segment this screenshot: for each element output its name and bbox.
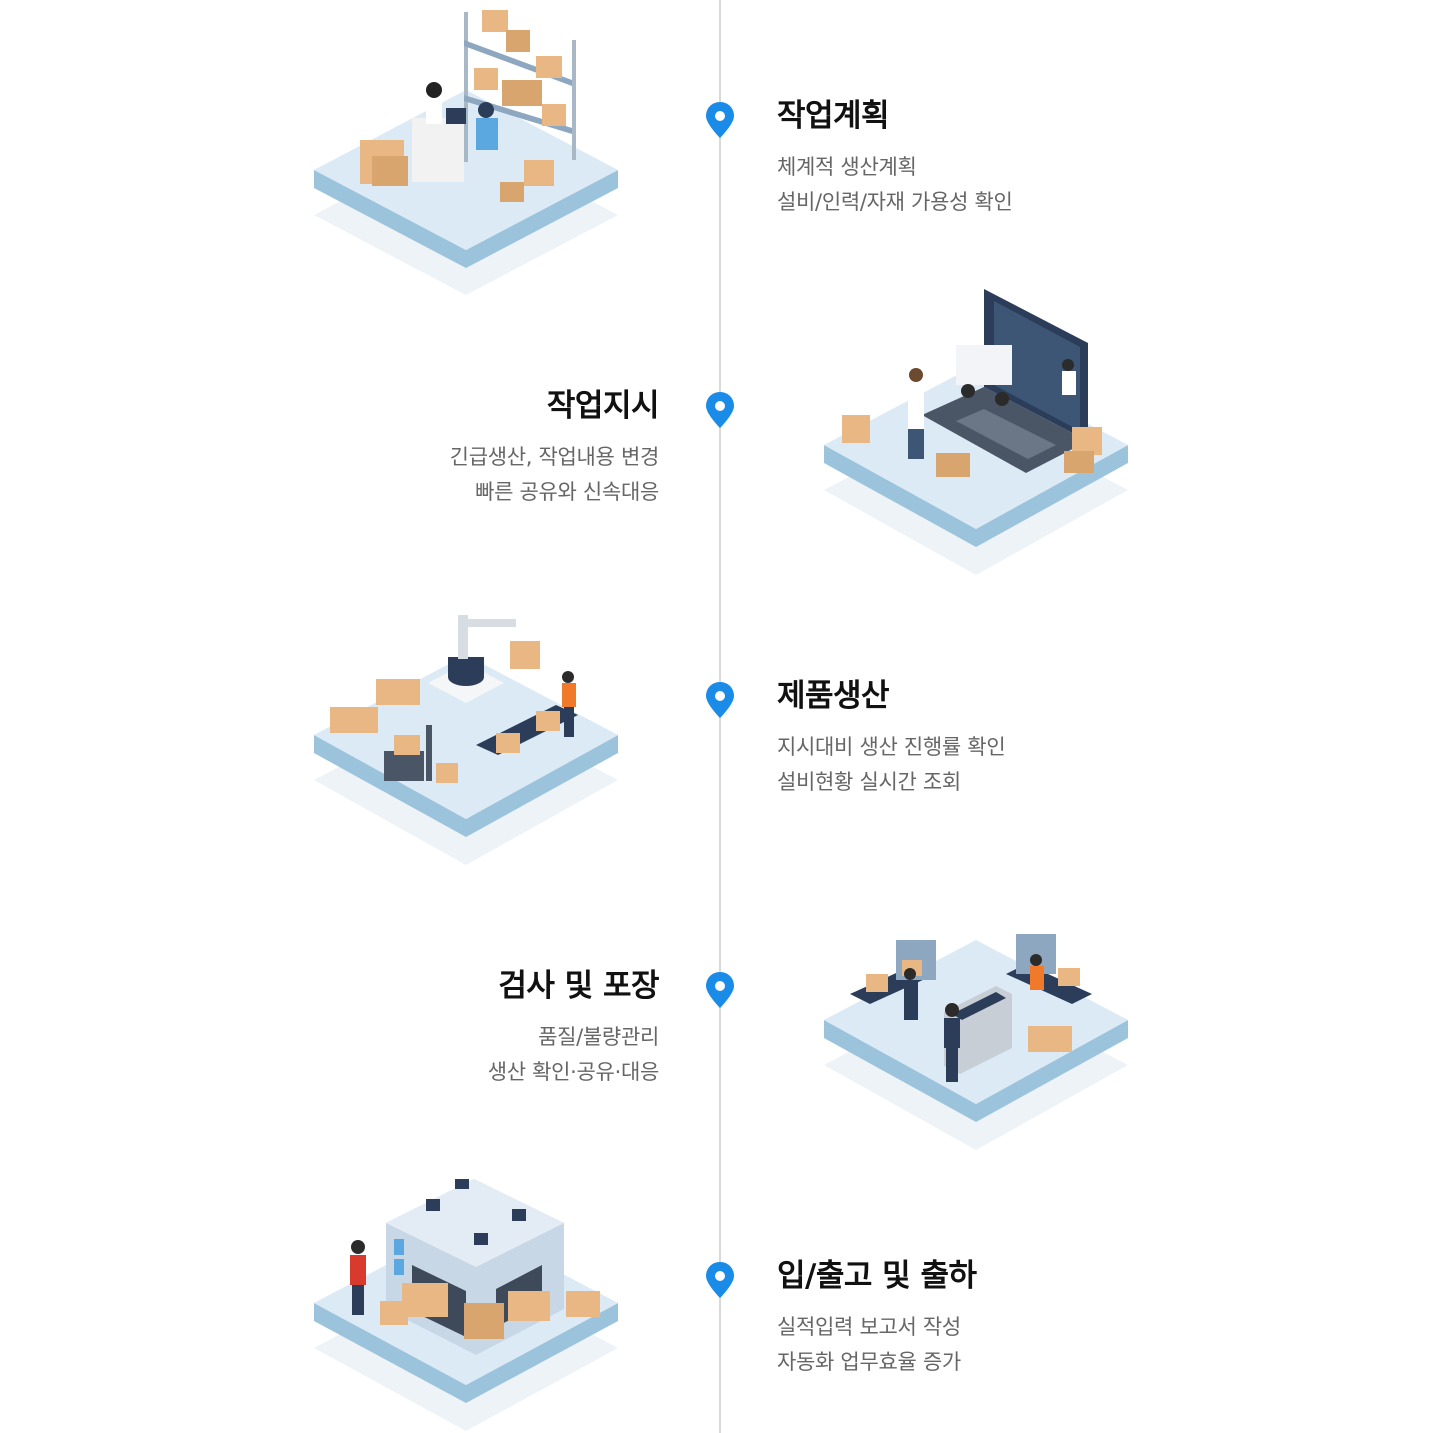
inspection-conveyor-illustration xyxy=(824,934,1128,1150)
step-5-text: 입/출고 및 출하 실적입력 보고서 작성 자동화 업무효율 증가 xyxy=(777,1256,1197,1380)
step-1-line-2: 설비/인력/자재 가용성 확인 xyxy=(777,190,1013,214)
location-pin-icon xyxy=(706,1262,734,1298)
step-2-text: 작업지시 긴급생산, 작업내용 변경 빠른 공유와 신속대응 xyxy=(239,386,660,510)
step-4-text: 검사 및 포장 품질/불량관리 생산 확인·공유·대응 xyxy=(239,966,660,1090)
location-pin-icon xyxy=(706,102,734,138)
step-3-text: 제품생산 지시대비 생산 진행률 확인 설비현황 실시간 조회 xyxy=(777,676,1197,800)
warehouse-office-illustration xyxy=(314,10,618,295)
laptop-dispatch-illustration xyxy=(824,289,1128,575)
location-pin-icon xyxy=(706,392,734,428)
step-5-line-1: 실적입력 보고서 작성 xyxy=(777,1315,961,1339)
warehouse-shipping-illustration xyxy=(314,1179,618,1431)
step-3-title: 제품생산 xyxy=(777,678,890,714)
step-5-title: 입/출고 및 출하 xyxy=(777,1258,977,1294)
location-pin-icon xyxy=(706,682,734,718)
step-4-line-1: 품질/불량관리 xyxy=(538,1025,659,1049)
step-2-title: 작업지시 xyxy=(546,388,660,424)
step-1-text: 작업계획 체계적 생산계획 설비/인력/자재 가용성 확인 xyxy=(777,96,1197,220)
step-2-line-1: 긴급생산, 작업내용 변경 xyxy=(449,445,660,469)
step-3-line-2: 설비현황 실시간 조회 xyxy=(777,770,961,794)
step-2-line-2: 빠른 공유와 신속대응 xyxy=(475,480,659,504)
step-4-title: 검사 및 포장 xyxy=(498,968,659,1004)
step-3-line-1: 지시대비 생산 진행률 확인 xyxy=(777,735,1006,759)
step-4-line-2: 생산 확인·공유·대응 xyxy=(487,1060,660,1084)
step-1-title: 작업계획 xyxy=(777,98,890,134)
step-5-line-2: 자동화 업무효율 증가 xyxy=(777,1350,961,1374)
robot-arm-production-illustration xyxy=(314,615,618,865)
step-1-line-1: 체계적 생산계획 xyxy=(777,155,917,179)
location-pin-icon xyxy=(706,972,734,1008)
